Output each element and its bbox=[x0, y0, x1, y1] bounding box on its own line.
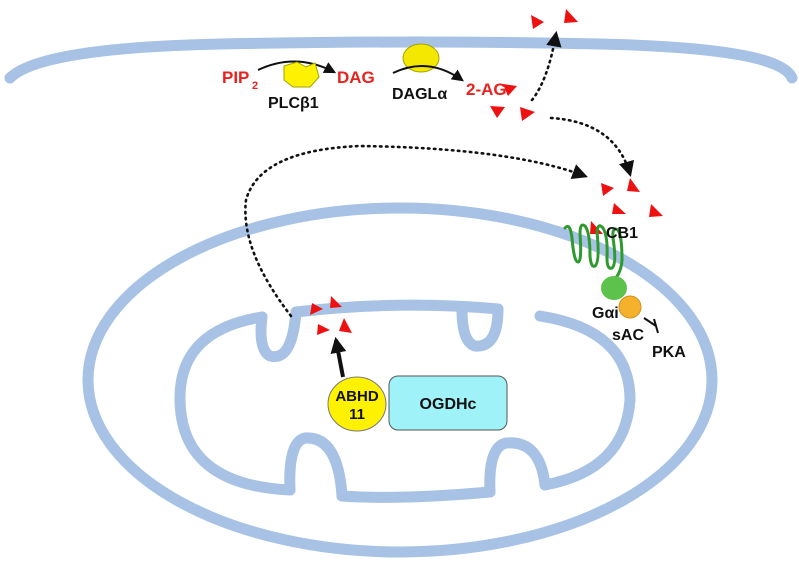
abhd11-output-arrow bbox=[330, 336, 347, 378]
sac-pka-inhibition bbox=[643, 317, 659, 334]
abhd11-label-line2: 11 bbox=[349, 406, 365, 423]
two-ag-triangle bbox=[330, 296, 342, 308]
plcb1-enzyme-icon bbox=[283, 61, 320, 88]
cb1-label: CB1 bbox=[606, 225, 638, 242]
crista-top-left bbox=[255, 306, 302, 363]
mito-to-cb1-dotted-arrow bbox=[244, 144, 588, 318]
to-cb1-dotted-arrow bbox=[549, 116, 635, 177]
two-ag-label: 2-AG bbox=[466, 80, 507, 99]
two-ag-triangle bbox=[612, 203, 626, 214]
gai-protein-icon bbox=[601, 276, 627, 300]
dagl-reaction-arrow bbox=[392, 64, 464, 82]
plcb1-label: PLCβ1 bbox=[268, 95, 319, 112]
daglalpha-enzyme-icon bbox=[402, 43, 440, 73]
gai-label: Gαi bbox=[592, 305, 619, 322]
two-ag-triangle bbox=[317, 324, 330, 335]
release-dotted-arrow bbox=[530, 30, 562, 102]
two-ag-triangle bbox=[601, 183, 614, 196]
two-ag-molecules bbox=[310, 9, 663, 335]
pka-label: PKA bbox=[652, 344, 686, 361]
pip2-label: PIP bbox=[222, 68, 249, 87]
crista-bottom-left bbox=[284, 432, 348, 502]
two-ag-triangle bbox=[503, 84, 517, 96]
sac-enzyme-icon bbox=[618, 295, 642, 319]
sac-label: sAC bbox=[612, 327, 644, 344]
mitochondrion-inner-membrane bbox=[174, 299, 636, 503]
two-ag-triangle bbox=[531, 15, 544, 29]
abhd11-enzyme-icon bbox=[327, 376, 387, 432]
two-ag-triangle bbox=[649, 204, 663, 217]
pip2-subscript: 2 bbox=[252, 80, 258, 92]
crista-bottom-right bbox=[484, 437, 551, 498]
two-ag-triangle bbox=[564, 9, 578, 23]
two-ag-triangle bbox=[520, 107, 535, 121]
abhd11-label-line1: ABHD bbox=[335, 388, 378, 405]
dag-label: DAG bbox=[337, 68, 375, 87]
cb1-receptor-icon bbox=[563, 223, 624, 285]
plc-reaction-arrow bbox=[257, 60, 337, 74]
plasma-membrane bbox=[4, 36, 798, 84]
two-ag-triangle bbox=[310, 303, 323, 315]
mitochondrion-outer-membrane bbox=[82, 202, 718, 558]
two-ag-triangle bbox=[490, 106, 505, 118]
crista-top-right bbox=[456, 303, 504, 352]
two-ag-triangle bbox=[339, 318, 352, 333]
ogdhc-label: OGDHc bbox=[420, 396, 477, 413]
two-ag-triangle bbox=[627, 178, 640, 192]
daglalpha-label: DAGLα bbox=[392, 86, 447, 103]
ogdhc-complex-box bbox=[388, 375, 508, 431]
